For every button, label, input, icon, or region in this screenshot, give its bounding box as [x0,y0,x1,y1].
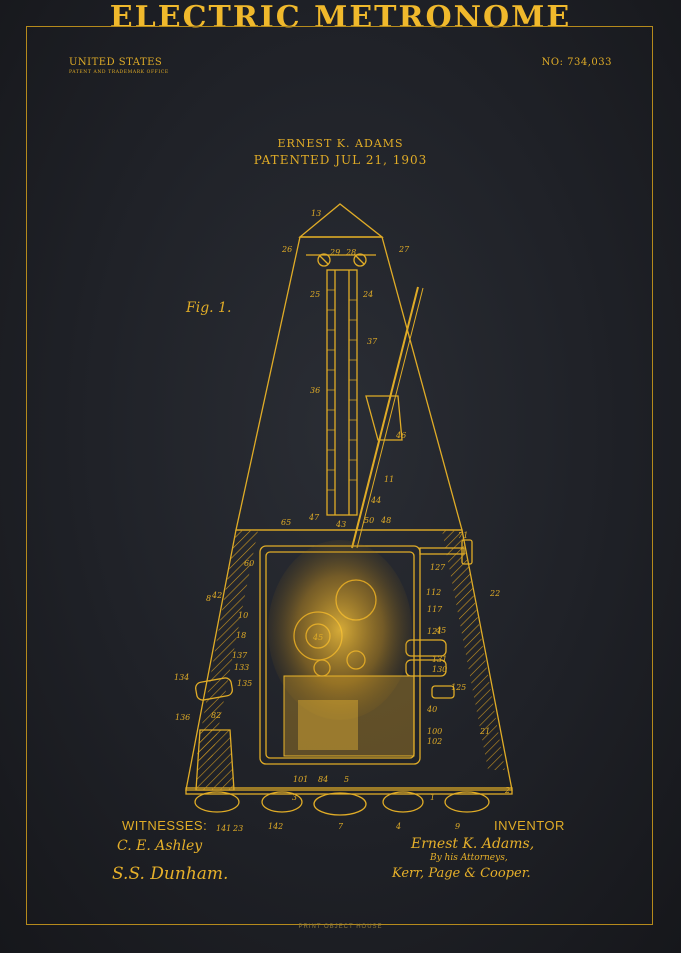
foot-right [444,791,490,813]
foot-left [194,791,240,813]
border-frame [26,26,653,925]
foot-4 [382,791,424,813]
ref-num: 27 [398,245,410,254]
ref-num: 82 [211,711,221,720]
ref-num: 18 [236,631,246,640]
ref-num: 24 [362,290,373,299]
ref-num: 5 [344,775,349,784]
foot-3 [313,792,367,816]
ref-num: 3 [292,793,297,802]
country-label: UNITED STATES [69,57,163,68]
pendulum-rod [351,286,419,549]
attorneys-signature: Kerr, Page & Cooper. [392,866,531,881]
ref-num: 42 [211,591,222,600]
ref-num: 2 [504,786,510,795]
ref-num: 71 [458,531,468,540]
inventor-name: ERNEST K. ADAMS [277,137,404,150]
ref-num: 137 [232,651,248,660]
ref-num: 1 [430,793,435,802]
ref-num: 130 [432,665,447,674]
ref-num: 121 [427,627,442,636]
ref-num: 141 [216,824,231,833]
pendulum-weight [365,395,403,441]
ref-num: 4 [395,822,401,831]
ref-num: 142 [268,822,283,831]
ref-num: 112 [426,588,441,597]
ref-num: 101 [293,775,308,784]
ref-num: 8 [206,594,211,603]
ref-num: 136 [175,713,190,722]
witness-signature-1: C. E. Ashley [117,838,203,854]
ref-num: 11 [384,475,394,484]
patent-date: PATENTED JUL 21, 1903 [253,153,428,167]
ref-num: 65 [281,518,291,527]
ref-num: 13 [311,209,321,218]
ref-num: 117 [427,605,443,614]
foot-2 [261,791,303,813]
office-label: PATENT AND TRADEMARK OFFICE [69,70,169,75]
witnesses-label: WITNESSES: [122,818,208,833]
ref-num: 84 [318,775,328,784]
ref-num: 40 [426,705,437,714]
ref-num: 60 [244,559,254,568]
tempo-scale [326,269,358,516]
figure-label: Fig. 1. [186,300,232,316]
ref-num: 9 [455,822,460,831]
ref-num: 23 [232,824,243,833]
ref-num: 102 [427,737,442,746]
ref-num: 7 [338,822,344,831]
ref-num: 45 [435,626,446,635]
ref-num: 28 [345,248,356,257]
ref-num: 131 [432,655,447,664]
ref-num: 100 [427,727,442,736]
ref-num: 48 [380,516,391,525]
ref-num: 21 [479,727,490,736]
ref-num: 26 [281,245,292,254]
inventor-label: INVENTOR [494,818,565,833]
publisher-mark: PRINT OBJECT HOUSE [298,924,383,930]
ref-num: 135 [237,679,252,688]
ref-num: 127 [430,563,446,572]
by-attorneys: By his Attorneys, [430,853,508,863]
ref-num: 10 [238,611,248,620]
ref-num: 25 [309,290,320,299]
ref-num: 47 [308,513,320,522]
ref-num: 50 [364,516,374,525]
ref-num: 37 [367,337,378,346]
ref-num: 22 [489,589,500,598]
ref-num: 36 [310,386,320,395]
ref-num: 43 [335,520,346,529]
patent-number: NO: 734,033 [541,57,612,68]
witness-signature-2: S.S. Dunham. [112,864,229,884]
ref-num: 44 [370,496,381,505]
inventor-signature: Ernest K. Adams, [411,836,535,852]
ref-num: 46 [395,431,406,440]
ref-num: 134 [174,673,189,682]
page-title: ELECTRIC METRONOME [109,0,572,35]
mechanism-glow [268,540,412,720]
ref-num: 133 [234,663,249,672]
ref-num: 125 [451,683,466,692]
ref-num: 45 [312,633,323,642]
ref-num: 29 [329,248,340,257]
